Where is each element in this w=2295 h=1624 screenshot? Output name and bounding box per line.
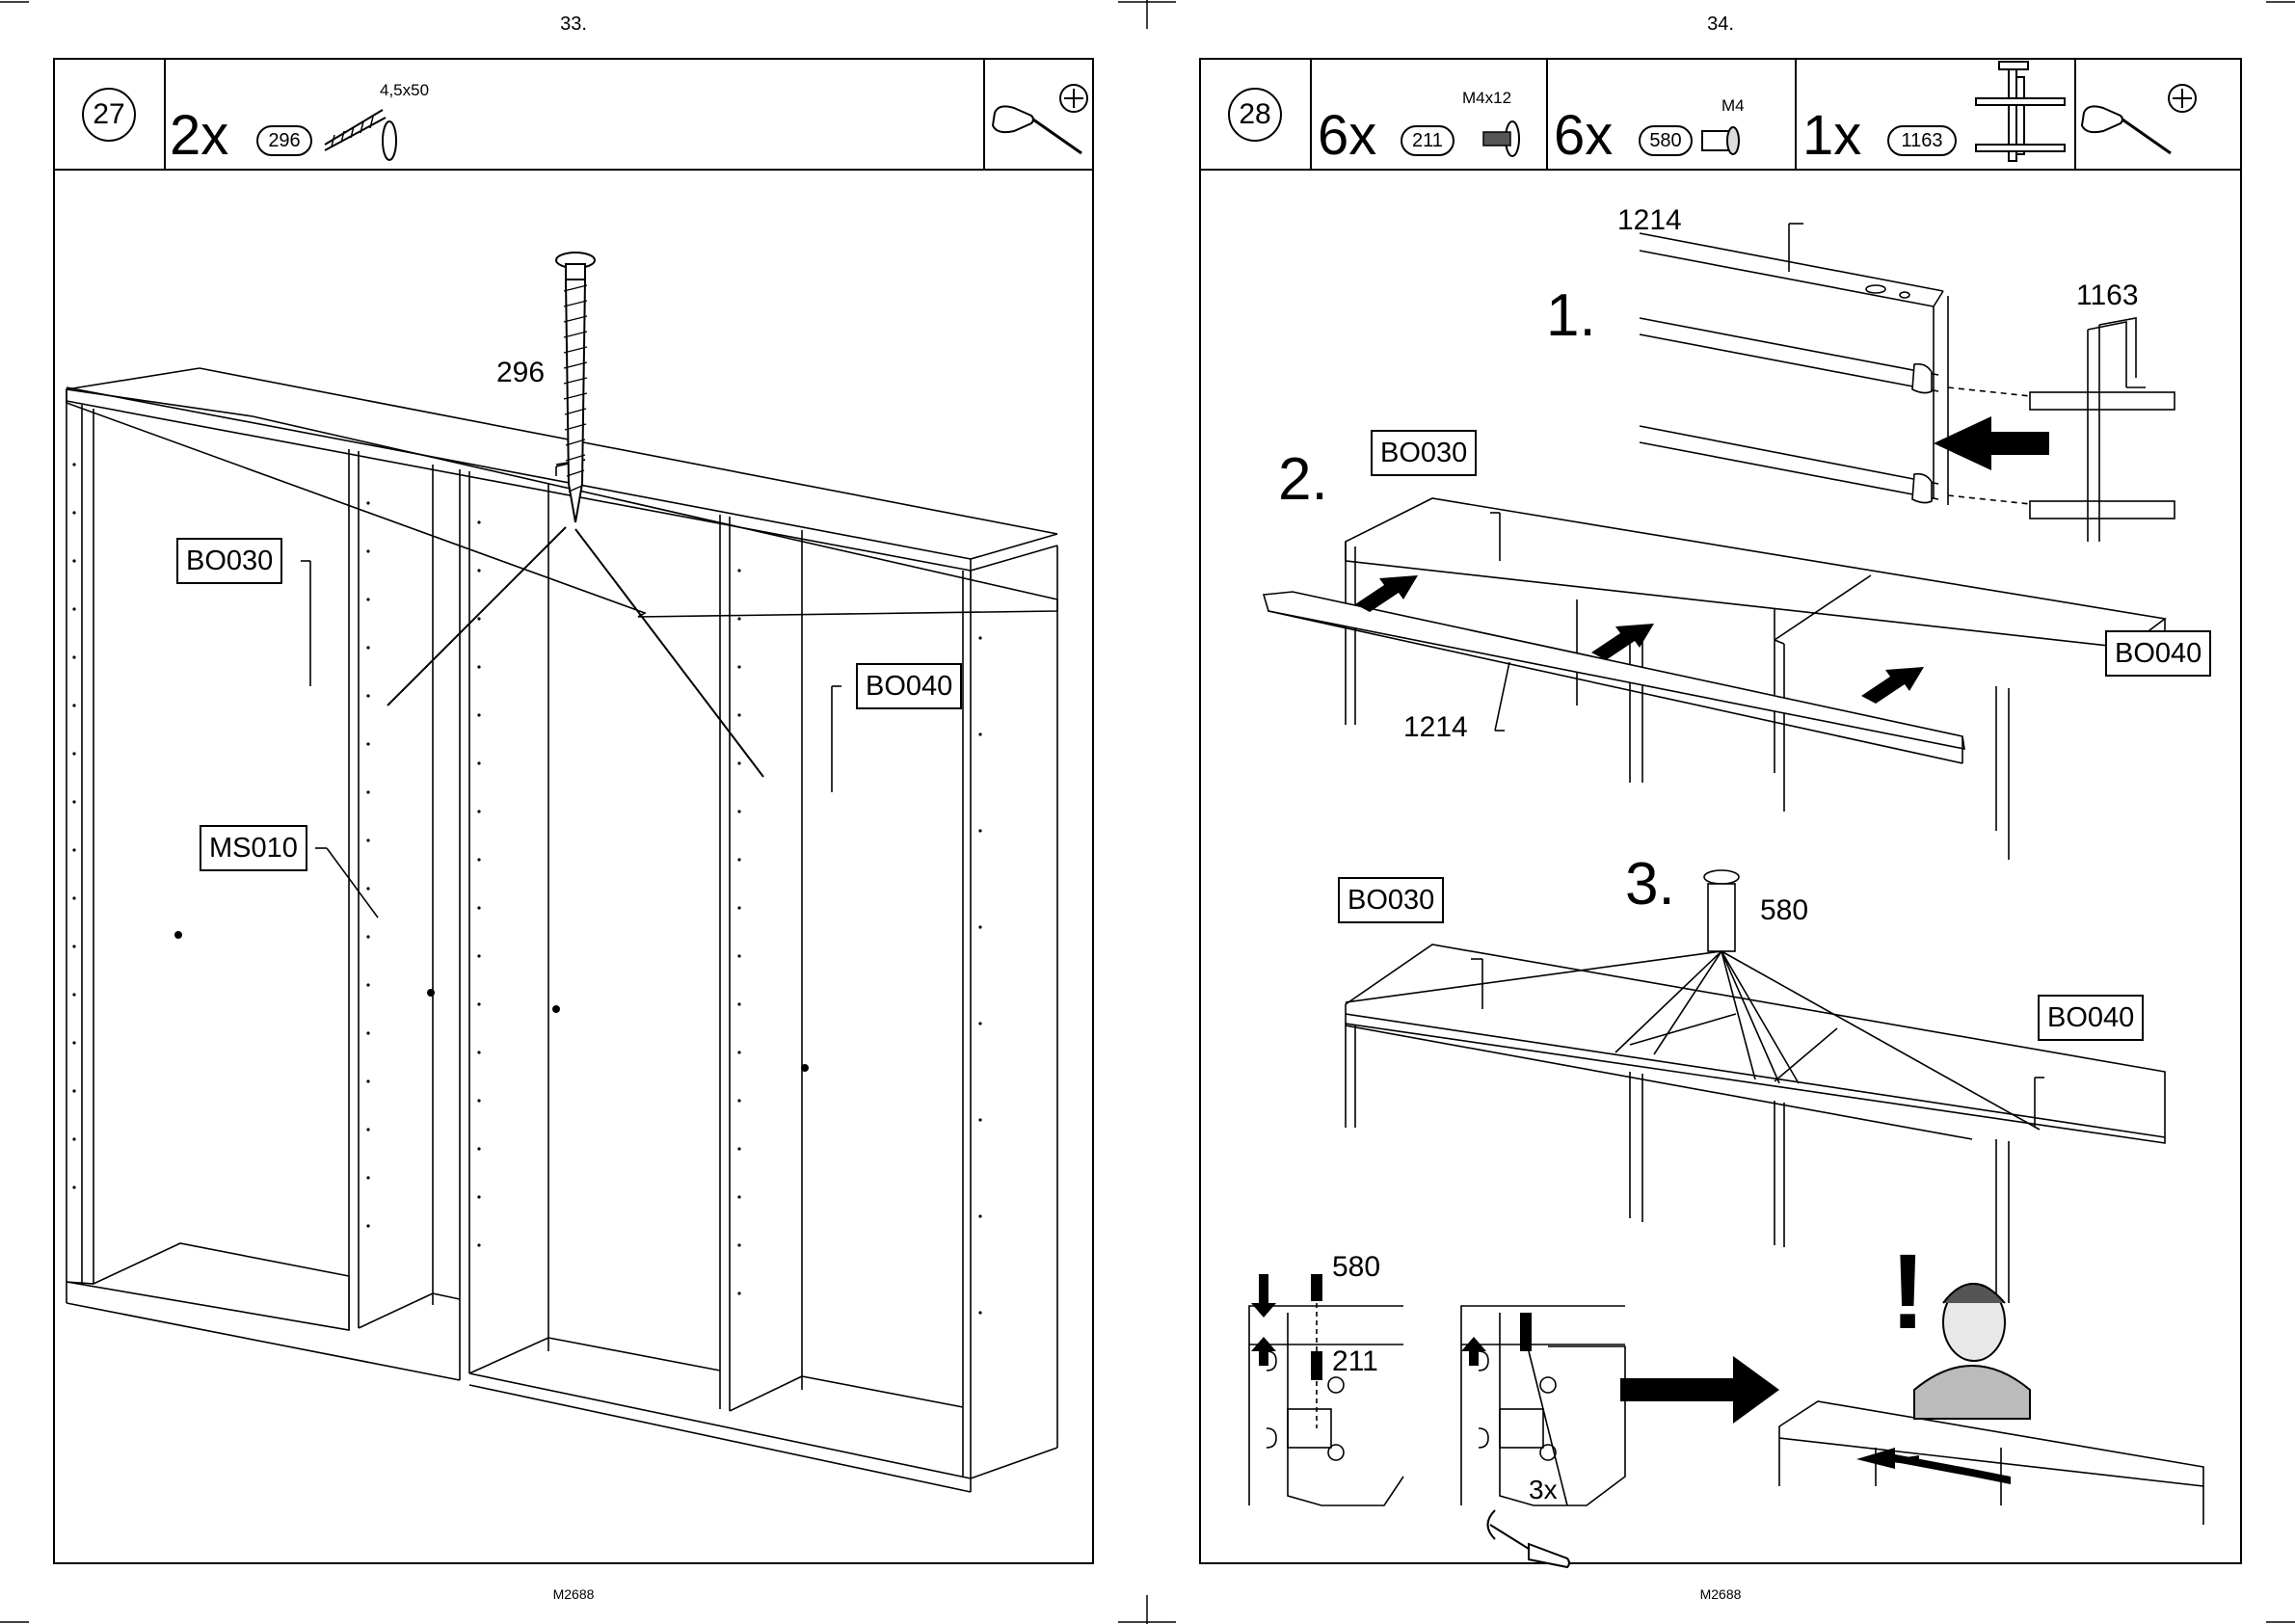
label-ms010: MS010 [200,825,307,871]
label-580: 580 [1760,894,1808,927]
footer-code: M2688 [1672,1586,1769,1602]
detail-label-turns: 3x [1529,1475,1558,1505]
substep-1: 1. [1546,281,1596,350]
page-number: 34. [1682,13,1759,36]
detail-label-580: 580 [1332,1251,1380,1284]
screw-label: 296 [496,357,545,389]
label-bo040: BO040 [2038,995,2144,1041]
footer-code: M2688 [525,1586,622,1602]
label-bo030: BO030 [176,538,282,584]
label-bo040: BO040 [2105,630,2211,677]
label-rail-1214: 1214 [1617,204,1682,237]
step-27-panel: 27 2x 296 4,5x50 [53,58,1094,1564]
wardrobe-illustration [55,60,1096,1563]
label-connector-1163: 1163 [2076,280,2139,312]
detail-label-211: 211 [1332,1345,1378,1378]
assistant-figure [1914,1284,2030,1419]
label-rail-1214: 1214 [1403,711,1468,744]
label-bo030: BO030 [1338,877,1444,923]
step-28-panel: 28 6x 211 M4x12 6x 580 M4 1x 1163 [1199,58,2242,1564]
substep-2: 2. [1278,445,1328,514]
substep-3: 3. [1625,850,1675,918]
page-number: 33. [535,13,612,36]
label-bo040: BO040 [856,663,962,709]
warning-exclamation: ! [1890,1239,1926,1345]
label-bo030: BO030 [1371,430,1477,476]
